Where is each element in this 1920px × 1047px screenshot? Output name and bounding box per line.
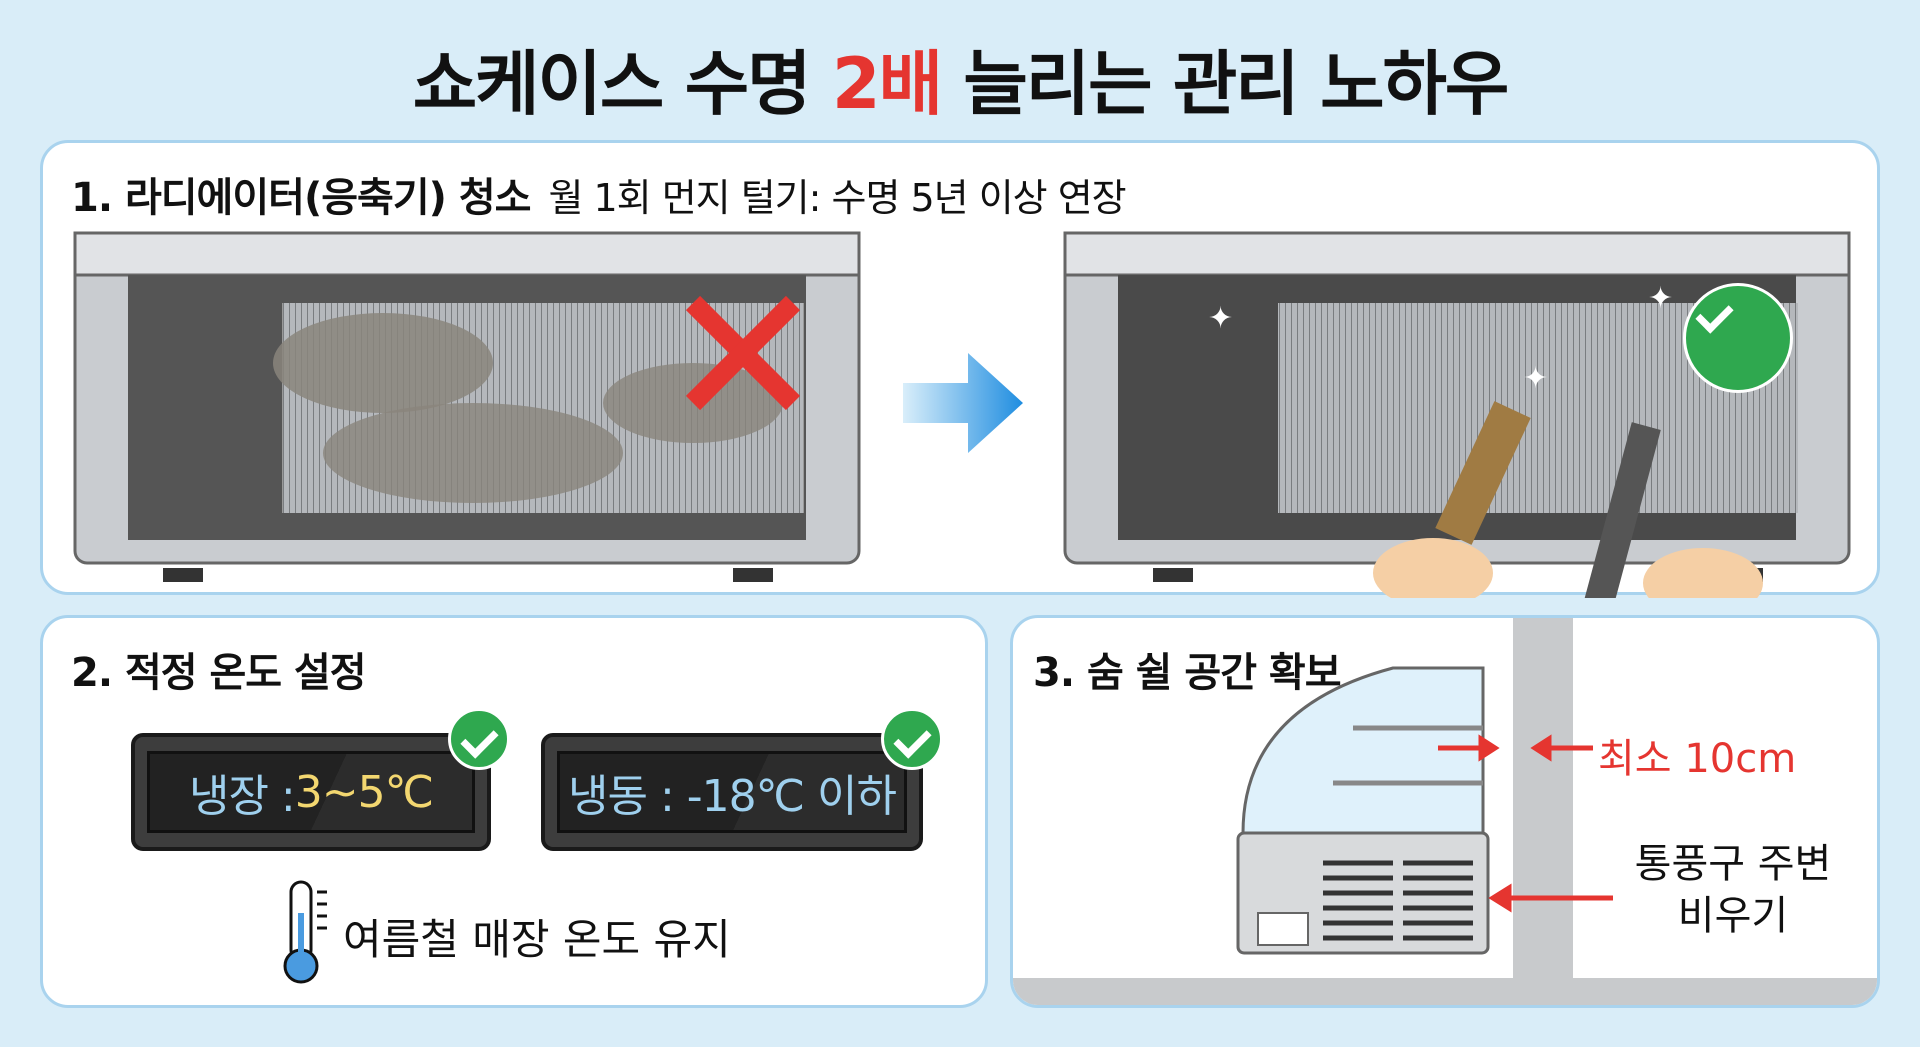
- freezer-display: 냉동 : -18℃ 이하: [541, 733, 923, 851]
- fridge-label: 냉장 :: [188, 771, 296, 822]
- title-text: 쇼케이스 수명: [412, 43, 832, 125]
- radiator-illustration: ✦ ✦ ✦: [73, 231, 1851, 598]
- clean-radiator: ✦ ✦ ✦: [1063, 231, 1851, 598]
- section1-heading: 1. 라디에이터(응축기) 청소 월 1회 먼지 털기: 수명 5년 이상 연장: [71, 165, 1127, 223]
- section1-subtitle: 월 1회 먼지 털기: 수명 5년 이상 연장: [548, 176, 1126, 220]
- title-text-end: 늘리는 관리 노하우: [940, 43, 1509, 125]
- dirty-radiator: [73, 231, 861, 582]
- svg-text:✦: ✦: [1523, 361, 1548, 396]
- vent-label-line1: 통풍구 주변: [1634, 841, 1832, 887]
- temperature-panel: 2. 적정 온도 설정 냉장 : 3~5℃ 냉동 : -18℃ 이하 여름철 매…: [40, 615, 988, 1008]
- freezer-label: 냉동 : -18℃ 이하: [568, 771, 897, 822]
- arrow-icons: [1438, 734, 1613, 913]
- summer-tip: 여름철 매장 온도 유지: [343, 915, 731, 964]
- x-mark-icon: [685, 295, 801, 411]
- svg-text:✦: ✦: [1648, 281, 1673, 316]
- check-icon: [881, 708, 943, 770]
- vent-label-line2: 비우기: [1677, 893, 1789, 939]
- title-highlight: 2배: [831, 43, 943, 125]
- check-icon: [1683, 283, 1793, 393]
- thermometer-icon: [283, 880, 327, 984]
- section2-heading: 2. 적정 온도 설정: [71, 650, 367, 696]
- svg-text:✦: ✦: [1208, 301, 1233, 336]
- section1-title: 1. 라디에이터(응축기) 청소: [71, 175, 531, 221]
- arrow-right-icon: [903, 353, 1023, 453]
- fridge-value: 3~5℃: [294, 766, 434, 818]
- fridge-display: 냉장 : 3~5℃: [131, 733, 491, 851]
- showcase-illustration: [1013, 618, 1877, 1005]
- clearance-label: 최소 10cm: [1598, 736, 1797, 782]
- check-icon: [448, 708, 510, 770]
- section3-heading: 3. 숨 쉴 공간 확보: [1033, 650, 1342, 696]
- page-title: 쇼케이스 수명 2배 늘리는 관리 노하우: [0, 28, 1920, 129]
